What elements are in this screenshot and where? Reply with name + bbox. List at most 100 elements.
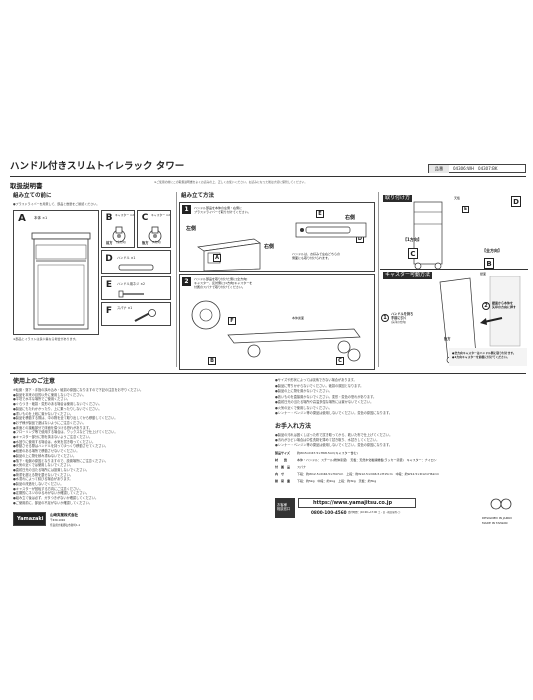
rack-underside-label: 本体裏面 — [292, 316, 305, 320]
rack-body-illustration — [31, 232, 91, 330]
care-heading: お手入れ方法 — [275, 423, 312, 430]
handle-mount-closeup — [295, 222, 367, 238]
spec-inner-label: 内 寸 — [275, 472, 285, 476]
step-circle-2: 2 — [482, 302, 490, 310]
spec-load-label: 耐 荷 重 — [275, 479, 291, 483]
precaution-item: ●組み立て後は必ず、ガタつきがないか確認してください。 — [13, 496, 99, 501]
contact-tel[interactable]: 0800-100-4560 — [311, 510, 347, 515]
step-2-panel: 2 ハンドル部品を取り付けた側に[全方向] キャスター、反対側に[1方向]キャス… — [179, 274, 375, 370]
section-divider-2 — [378, 192, 379, 367]
precaution-item: ●平坦で水平な場所でご使用ください。 — [13, 397, 70, 402]
contact-hours: 受付時間：(10:00〜17:00 土・日・祝日を除く) — [348, 511, 401, 514]
assembly-heading: 組み立て方法 — [181, 193, 215, 199]
handle-pull-text: ハンドルを持ち 手前に引く — [391, 312, 414, 321]
right-note-item: ●シンナー・ベンジン等の薬品は使用しないでください。変色の原因になります。 — [275, 411, 393, 415]
wall-label: 壁面 — [480, 272, 487, 276]
precaution-item: ●キャスターが回転する方向にご注意ください。 — [13, 486, 83, 491]
precaution-item: ●ご使用前に、部品の不足がないか確認してください。 — [13, 500, 92, 505]
right-note-item: ●熱いものを直接置かないでください。変形・変色の恐れがあります。 — [275, 394, 377, 399]
header-note: ※ご使用の前にこの取扱説明書をよくお読みの上、正しくお使いください。お読みになっ… — [154, 180, 308, 184]
handle-mount-label-c: C — [408, 248, 418, 259]
company-logo: Yamazaki — [17, 516, 44, 522]
spec-size-label: 製品サイズ — [275, 451, 290, 455]
recycle-icon — [490, 498, 512, 510]
right-side-label-1: 右側 — [264, 244, 275, 250]
part-c-name: キャスター ×2 — [151, 213, 170, 217]
part-d-panel: D ハンドル ×1 — [101, 250, 171, 274]
care-item: ●シンナー・ベンジン等の薬品は使用しないでください。変色の原因になります。 — [275, 443, 393, 447]
precaution-item: ●床面との接触部分で床面を傷つける恐れがあります。 — [13, 425, 92, 430]
precaution-item: ●重いものを上段に置かないでください。 — [13, 411, 74, 416]
contact-url[interactable]: https://www.yamajitsu.co.jp — [313, 500, 393, 506]
spec-material-label: 材 質 — [275, 458, 288, 462]
precaution-item: ●お子様が製品で遊ばないようにご注意ください。 — [13, 420, 86, 425]
wall-push-text: 壁面から本体を 矢印の方向に押す — [492, 301, 517, 309]
caster-move-illustration — [439, 276, 521, 364]
contact-label: お客様 相談窓口 — [277, 503, 291, 512]
precaution-item: ●火気の近くでは使用しないでください。 — [13, 463, 73, 468]
parts-note: ※部品とイラストは多少異なる場合があります。 — [13, 337, 79, 341]
document-subtitle: 取扱説明書 — [10, 182, 43, 190]
right-side-label-2: 右側 — [345, 215, 356, 221]
precaution-item: ●製品にもたれかかったり、上に乗ったりしないでください。 — [13, 406, 102, 411]
handle-pull-sub: (矢印の方向) — [391, 321, 406, 324]
precautions-heading: 使用上のご注意 — [13, 378, 56, 385]
step-circle-1: 1 — [381, 314, 389, 322]
care-list: ●製品の汚れは固くしぼった布で拭き取ってから、乾いた布で仕上げてください。●汚れ… — [275, 433, 525, 450]
direction-one-label: 【1方向】 — [403, 237, 422, 242]
part-letter-a: A — [16, 213, 28, 226]
caster-closeup-illustration — [191, 300, 221, 330]
origin-line-2: MADE IN TAIWAN — [482, 521, 508, 525]
header-divider — [10, 176, 526, 177]
part-letter-d: D — [104, 254, 114, 265]
caster-one-direction-icon — [148, 226, 162, 243]
precaution-item: ●水濡れによって錆びる場合があります。 — [13, 477, 73, 482]
screw-icon — [118, 290, 144, 298]
right-note-item: ●サイズや形状によっては収納できない場合があります。 — [275, 378, 357, 382]
spec-load-value: 下段：約5kg 中段：約1kg 上段：約3kg 天板：約3kg — [297, 479, 377, 483]
right-note-item: ●直射日光の当たる場所や高温多湿な場所には置かないでください。 — [275, 400, 374, 404]
step-1-label-a: A — [213, 254, 221, 262]
part-a-panel: A 本体 ×1 — [13, 210, 99, 335]
step-1-label-e: E — [316, 210, 324, 218]
right-notes-list: ●サイズや形状によっては収納できない場合があります。●製品に寄りかからないでくだ… — [275, 378, 525, 419]
section-divider-1 — [176, 192, 177, 367]
step-2-label-c: C — [336, 357, 344, 365]
care-item: ●製品の汚れは固くしぼった布で拭き取ってから、乾いた布で仕上げてください。 — [275, 433, 393, 437]
product-codes: 04306:WH 04307:BK — [453, 166, 498, 171]
precaution-item: ●水回りに使用する場合は、水気を拭き取ってください。 — [13, 439, 96, 444]
precaution-item: ●荷重を超える物を載せないでください。 — [13, 472, 73, 477]
handle-mount-label-b: B — [484, 258, 494, 269]
precaution-item: ●製品を移動する際は、中の物を全て取り出してから移動してください。 — [13, 416, 118, 421]
handle-mount-heading: 取り付け方 — [383, 195, 413, 202]
company-name: 山崎実業株式会社 — [50, 513, 78, 517]
part-letter-c: C — [140, 213, 150, 224]
company-address: 奈良県大和郡山市新町1-1 — [50, 524, 81, 527]
precaution-item: ●製品の改造をしないでください。 — [13, 482, 64, 486]
step-1-rack-illustration — [197, 238, 261, 271]
caster-note-box: ●全方向キャスターはハンドル側に取り付けます。 ●1方向キャスターを前後に付けて… — [449, 348, 527, 366]
handle-mount-label-d: D — [511, 196, 521, 207]
precaution-item: ●フローリング等で使用する場合は、ワックスなどで仕上げてください。 — [13, 430, 118, 435]
step-2-text: ハンドル部品を取り付けた側に[全方向] キャスター、反対側に[1方向]キャスター… — [194, 277, 253, 289]
spec-material-value: 本体・ハンドル：スチール(粉体塗装) 天板：天然木化粧繊維板(ラッカー塗装) キ… — [297, 458, 437, 462]
step-1-panel: 1 ハンドル部品を本体の左側・右側に プラスドライバーで取り付けてください。 左… — [179, 202, 375, 272]
right-note-item: ●製品の上に物を置かないでください。 — [275, 389, 332, 393]
right-note-item: ●火気の近くで使用しないでください。 — [275, 405, 332, 410]
part-f-panel: F スパナ ×1 — [101, 302, 171, 326]
rack-front-illustration — [413, 201, 443, 270]
part-letter-e: E — [104, 280, 114, 291]
rear-label: 後方 — [444, 337, 451, 341]
spec-parts-label: 付 属 品 — [275, 465, 291, 469]
contact-url-box[interactable]: https://www.yamajitsu.co.jp — [298, 498, 416, 508]
precaution-item: ●製品の上に物を積み重ねないでください。 — [13, 453, 77, 458]
right-note-item: ●製品に寄りかからないでください。破損の原因となります。 — [275, 383, 364, 388]
spec-table: 製品サイズ 約W15×D47.5×H68.5cm(キャスター含む) 材 質 本体… — [275, 452, 525, 494]
caster-front-sub: (全方向) — [116, 241, 126, 244]
part-c-panel: C キャスター ×2 後方 (1方向) — [137, 210, 171, 248]
caster-lock-heading: キャスター可動方法 — [383, 272, 433, 279]
caster-note-text: ●全方向キャスターはハンドル側に取り付けます。 ●1方向キャスターを前後に付けて… — [452, 351, 516, 360]
part-letter-f: F — [104, 306, 114, 317]
step-2-label-b: B — [208, 357, 216, 365]
spanner-icon — [134, 309, 156, 322]
